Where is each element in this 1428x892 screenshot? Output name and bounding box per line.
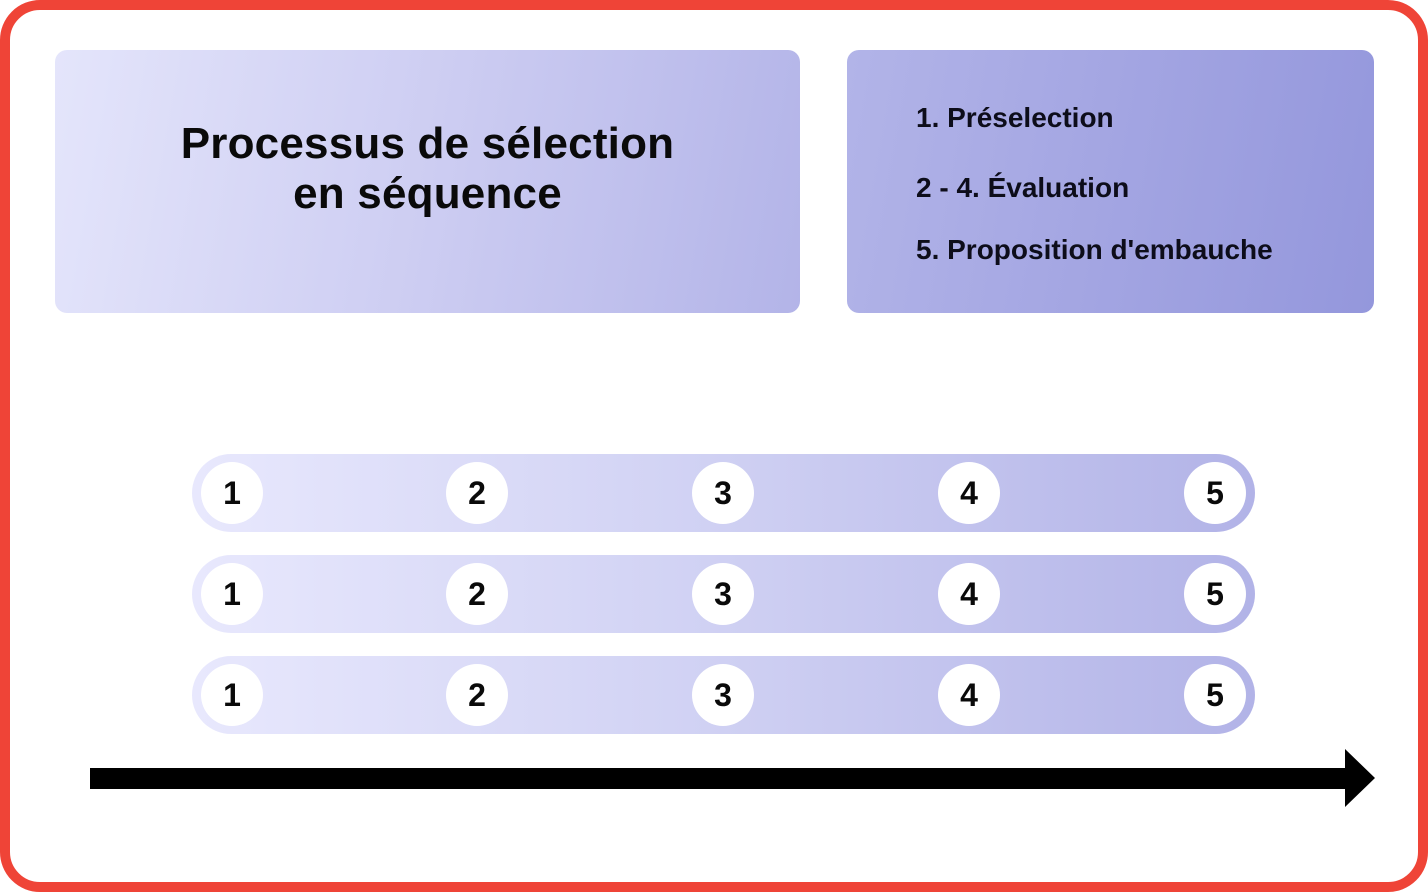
step-circle-3: 3 — [692, 664, 754, 726]
legend-item-evaluation: 2 - 4. Évaluation — [916, 172, 1130, 203]
step-circle-5: 5 — [1184, 462, 1246, 524]
legend-panel: 1. Préselection 2 - 4. Évaluation 5. Pro… — [847, 50, 1374, 313]
sequence-track-2: 1 2 3 4 5 — [192, 555, 1255, 633]
step-circle-4: 4 — [938, 563, 1000, 625]
step-circle-3: 3 — [692, 563, 754, 625]
timeline-arrow-icon — [90, 749, 1375, 807]
title-line-1: Processus de sélection — [180, 118, 675, 168]
sequence-track-3: 1 2 3 4 5 — [192, 656, 1255, 734]
step-circle-1: 1 — [201, 462, 263, 524]
step-circle-1: 1 — [201, 563, 263, 625]
step-circle-3: 3 — [692, 462, 754, 524]
step-circle-2: 2 — [446, 563, 508, 625]
title-panel: Processus de sélection en séquence — [55, 50, 800, 313]
step-circle-1: 1 — [201, 664, 263, 726]
legend-item-job-offer: 5. Proposition d'embauche — [916, 234, 1273, 265]
diagram-title: Processus de sélection en séquence — [181, 119, 675, 219]
title-line-2: en séquence — [293, 168, 562, 218]
step-circle-5: 5 — [1184, 563, 1246, 625]
step-circle-4: 4 — [938, 664, 1000, 726]
step-circle-2: 2 — [446, 664, 508, 726]
step-circle-4: 4 — [938, 462, 1000, 524]
step-circle-2: 2 — [446, 462, 508, 524]
step-circle-5: 5 — [1184, 664, 1246, 726]
legend-item-preselection: 1. Préselection — [916, 102, 1114, 133]
sequence-track-1: 1 2 3 4 5 — [192, 454, 1255, 532]
